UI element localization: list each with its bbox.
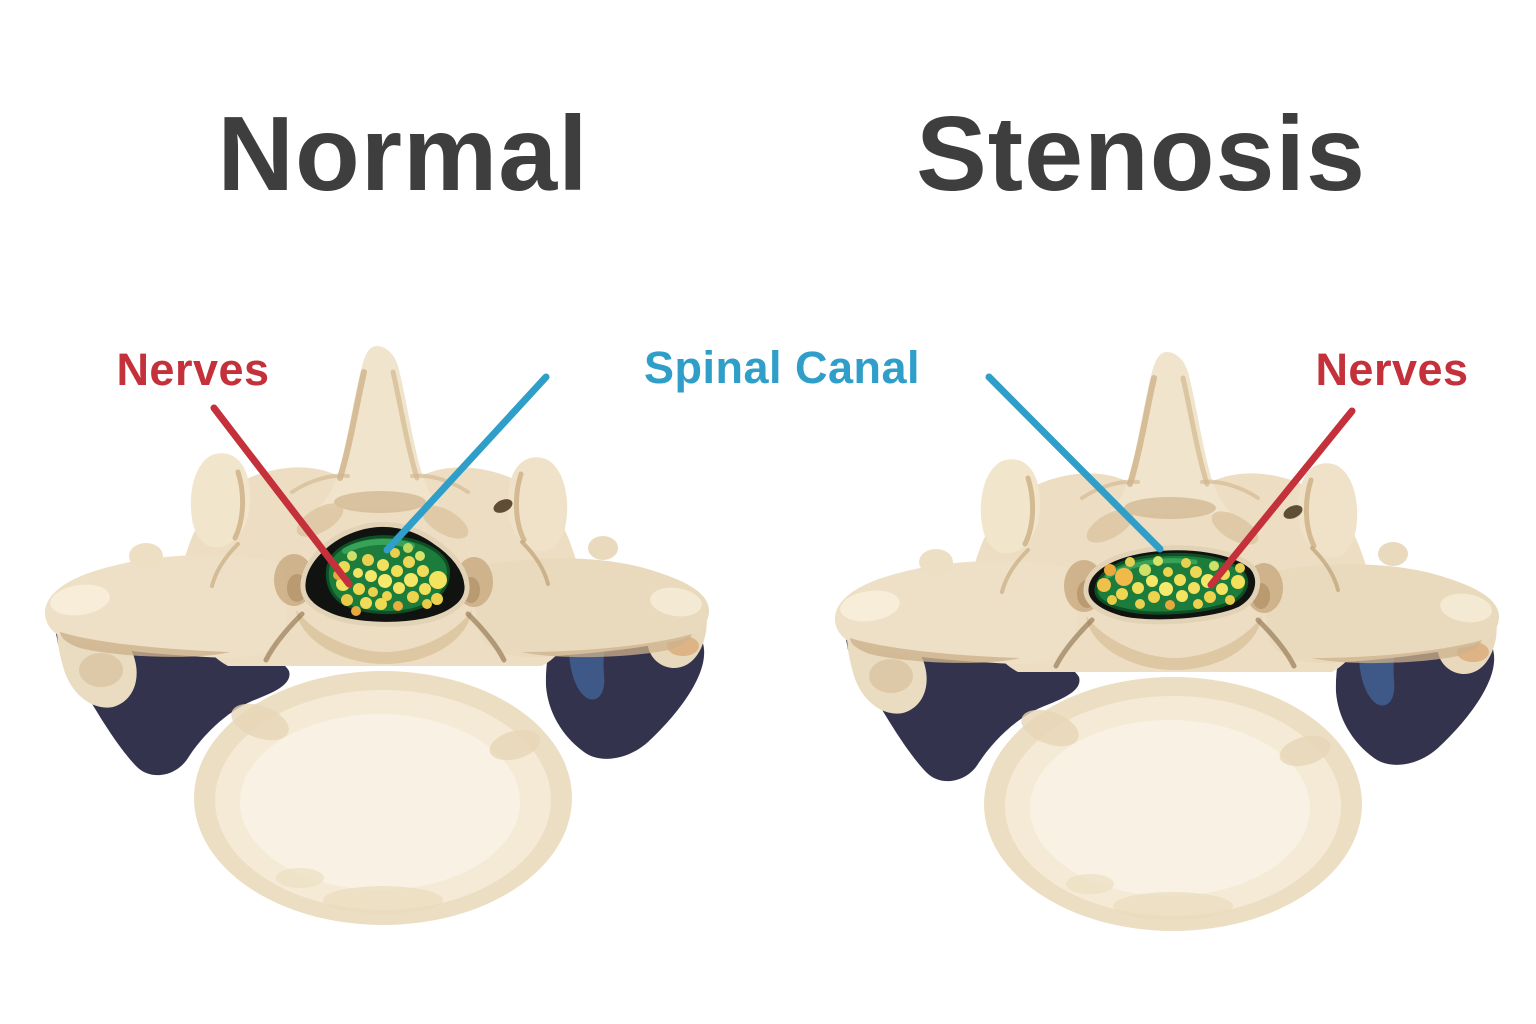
- nerve-dots-stenosis: [1097, 556, 1245, 610]
- leader-line-nerves-left: [210, 404, 353, 588]
- nerve-dots-normal: [333, 543, 447, 616]
- leader-line-spinal-canal-left: [383, 373, 550, 554]
- label-nerves-right: Nerves: [1315, 344, 1468, 395]
- leader-line-nerves-right: [1207, 407, 1356, 589]
- vertebra-normal-bone: [45, 346, 709, 925]
- leader-line-spinal-canal-right: [985, 373, 1164, 553]
- spinal-canal-stenosis: [1083, 545, 1261, 625]
- label-nerves-left: Nerves: [116, 344, 269, 395]
- spinal-canal-normal: [300, 521, 470, 627]
- label-spinal-canal: Spinal Canal: [644, 342, 920, 393]
- title-normal: Normal: [217, 95, 588, 213]
- title-stenosis: Stenosis: [916, 95, 1366, 213]
- vertebra-stenosis-bone: [835, 352, 1499, 931]
